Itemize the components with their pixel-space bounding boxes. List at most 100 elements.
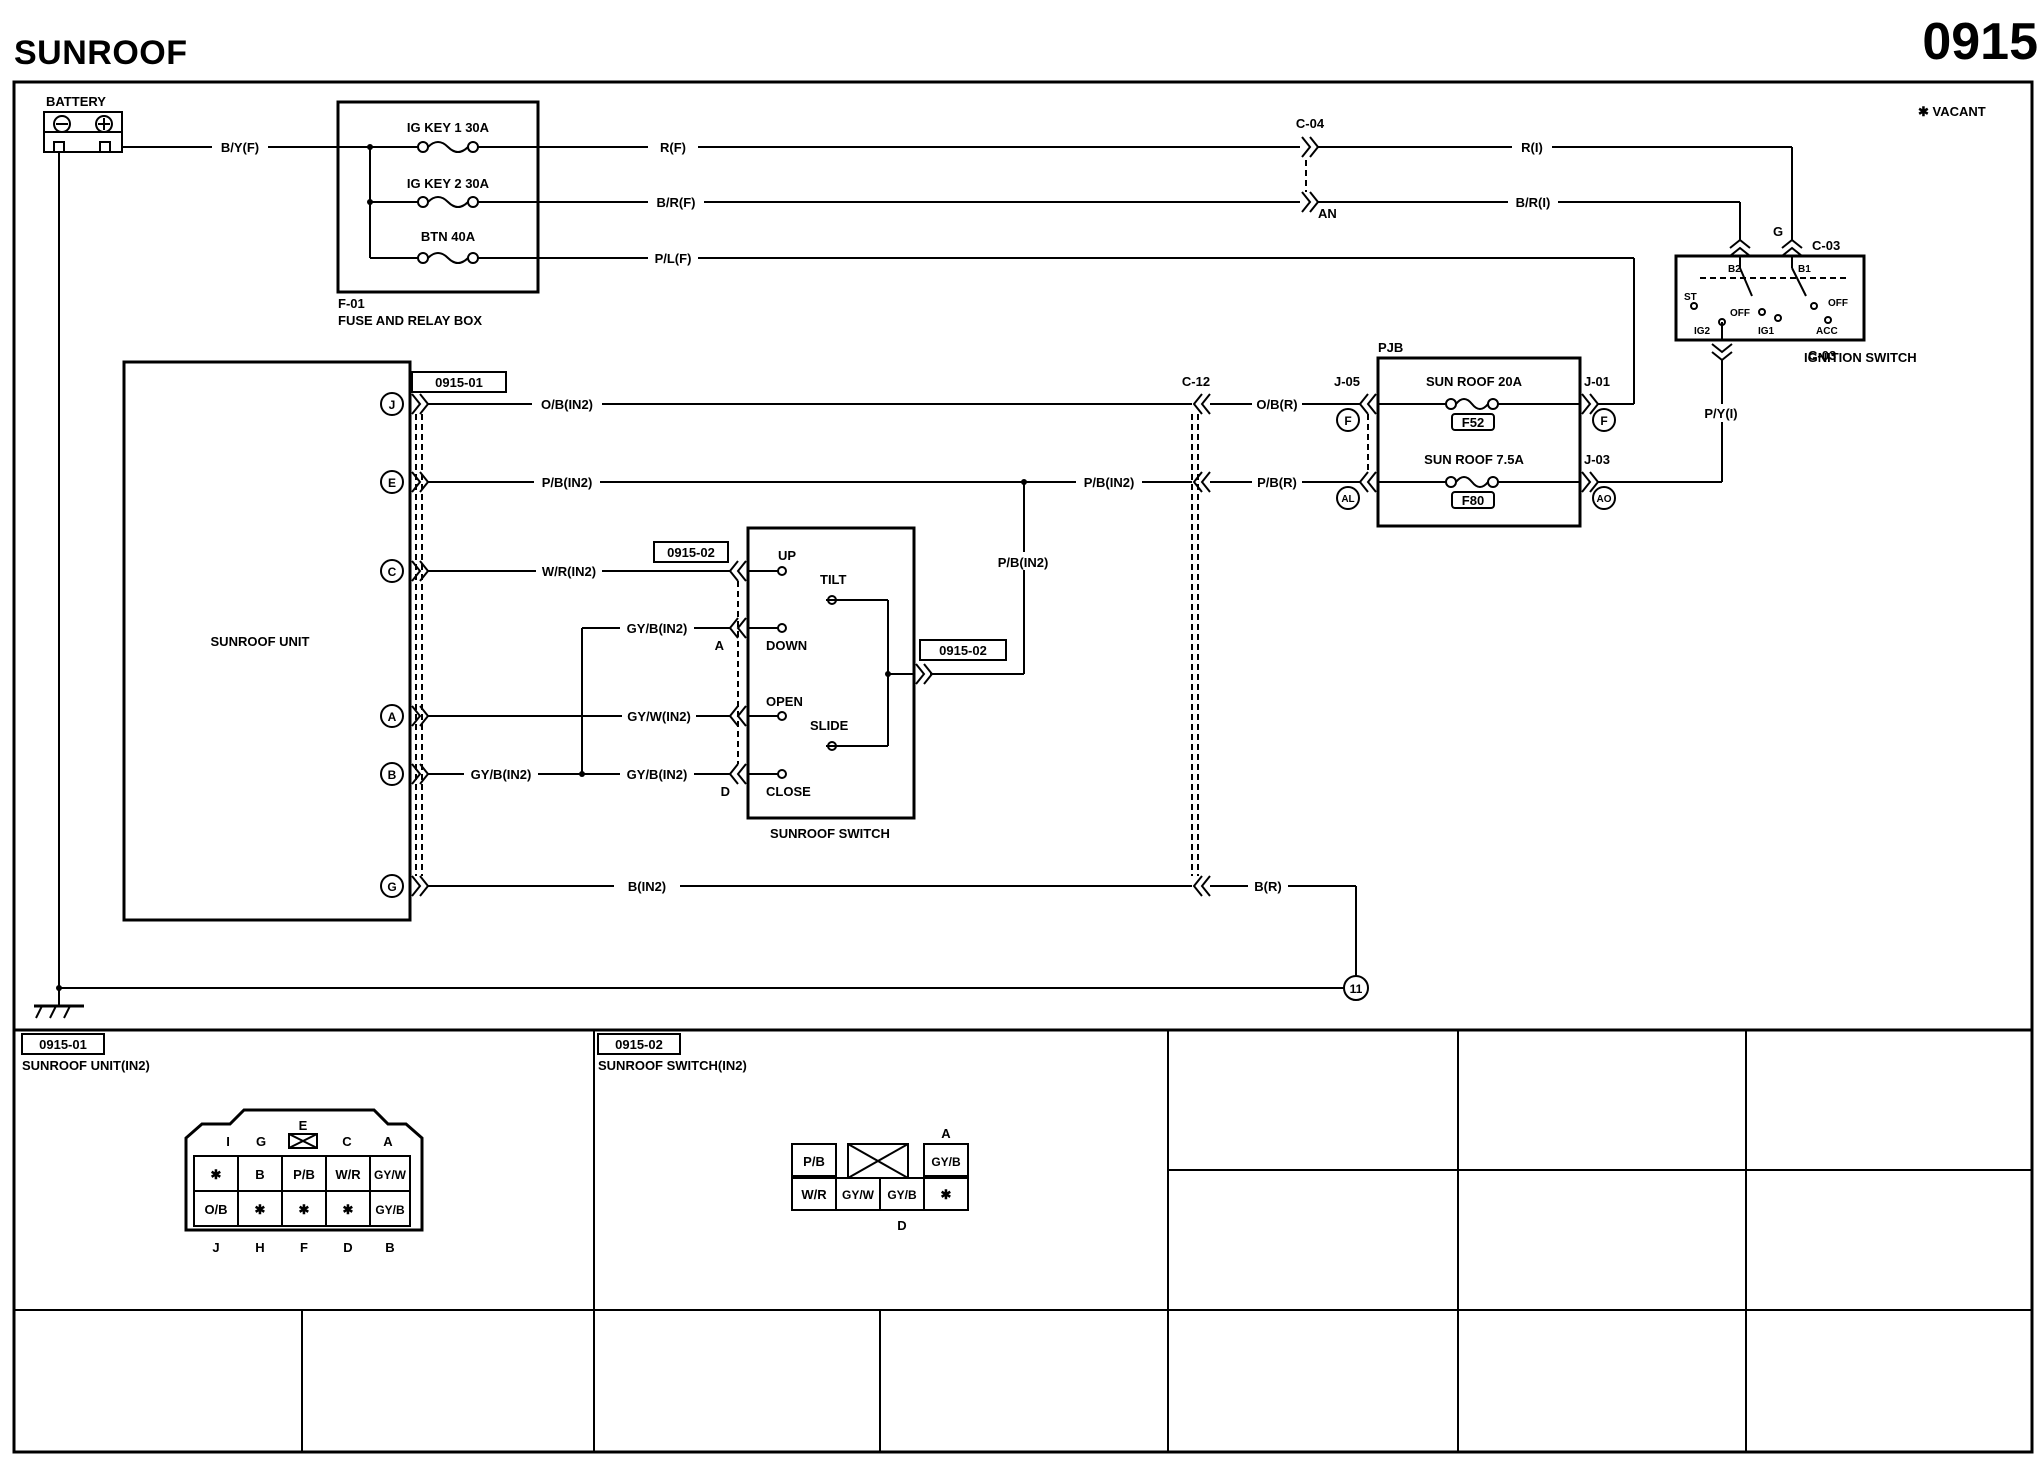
sunroof-switch-connector-ref-left: 0915-02 (667, 545, 715, 560)
svg-text:IG1: IG1 (1758, 326, 1775, 337)
connector-j01: J-01 (1584, 374, 1610, 389)
connector-view-2-ref: 0915-02 (615, 1037, 663, 1052)
wire-label-gybin2-b: GY/B(IN2) (471, 767, 532, 782)
connector-j05: J-05 (1334, 374, 1360, 389)
switch-down: DOWN (766, 638, 807, 653)
svg-text:ST: ST (1684, 292, 1697, 303)
switch-tilt: TILT (820, 572, 847, 587)
sunroof-unit: SUNROOF UNIT 0915-01 (122, 360, 507, 922)
sunroof-unit-label: SUNROOF UNIT (211, 634, 310, 649)
svg-text:F: F (300, 1240, 308, 1255)
ignition-switch: G C-03 B2 B1 ST OFF IG2 IG1 OFF ACC C-03… (1674, 224, 1917, 365)
ground-point-label: 11 (1350, 982, 1363, 996)
wire-label-ri: R(I) (1521, 140, 1543, 155)
switch-pin-a: A (715, 638, 725, 653)
connector-view-sunroof-unit: 0915-01 SUNROOF UNIT(IN2) I G E C A ✱ B … (21, 1033, 424, 1255)
svg-text:F: F (1344, 414, 1351, 428)
wire-label-pbin2-vert: P/B(IN2) (998, 555, 1049, 570)
svg-text:AL: AL (1341, 494, 1354, 505)
svg-text:GY/B: GY/B (887, 1188, 917, 1202)
svg-text:O/B: O/B (204, 1202, 227, 1217)
diagram-frame (12, 80, 2034, 1454)
svg-text:B1: B1 (1798, 264, 1811, 275)
svg-text:GY/B: GY/B (931, 1155, 961, 1169)
svg-text:A: A (383, 1134, 393, 1149)
svg-text:OFF: OFF (1730, 308, 1750, 319)
wire-label-obr: O/B(R) (1256, 397, 1297, 412)
svg-text:P/B: P/B (293, 1167, 315, 1182)
switch-open: OPEN (766, 694, 803, 709)
switch-slide: SLIDE (810, 718, 849, 733)
wire-label-wrin2: W/R(IN2) (542, 564, 596, 579)
pjb-fuse-7-5a: SUN ROOF 7.5A (1424, 452, 1524, 467)
svg-text:E: E (299, 1118, 308, 1133)
wire-label-pbin2-e: P/B(IN2) (542, 475, 593, 490)
ignition-connector-top: C-03 (1812, 238, 1840, 253)
svg-text:G: G (387, 880, 396, 894)
connector-view-2-title: SUNROOF SWITCH(IN2) (598, 1058, 747, 1073)
connector-c04-top (1301, 136, 1320, 158)
wire-label-br: B(R) (1254, 879, 1281, 894)
wire-label-obin2: O/B(IN2) (541, 397, 593, 412)
connector-c04-bottom (1301, 191, 1320, 213)
svg-text:✱: ✱ (941, 1187, 952, 1202)
wire-label-pyi: P/Y(I) (1704, 406, 1737, 421)
wire-label-brf: B/R(F) (657, 195, 696, 210)
svg-text:D: D (343, 1240, 352, 1255)
pjb-fuse-code-f80: F80 (1462, 493, 1484, 508)
svg-text:H: H (255, 1240, 264, 1255)
switch-close: CLOSE (766, 784, 811, 799)
sunroof-unit-pins: J E C A B G (380, 392, 404, 898)
svg-text:B: B (255, 1167, 264, 1182)
connector-view-1-ref: 0915-01 (39, 1037, 87, 1052)
svg-text:✱: ✱ (343, 1202, 354, 1217)
svg-text:A: A (941, 1126, 951, 1141)
battery-label: BATTERY (46, 94, 106, 109)
svg-text:D: D (897, 1218, 906, 1233)
svg-text:J: J (212, 1240, 219, 1255)
connector-views-grid (14, 1030, 2032, 1452)
pjb-box: PJB SUN ROOF 20A F52 SUN ROOF 7.5A F80 (1376, 340, 1582, 528)
svg-text:J: J (389, 398, 396, 412)
wire-label-plf: P/L(F) (655, 251, 692, 266)
connector-an-label: AN (1318, 206, 1337, 221)
connector-c12: C-12 (1182, 374, 1210, 389)
svg-text:P/B: P/B (803, 1154, 825, 1169)
sunroof-switch-connector-ref-right: 0915-02 (939, 643, 987, 658)
ground-symbol-icon (34, 1004, 84, 1019)
wire-label-rf: R(F) (660, 140, 686, 155)
wire-label-bin2: B(IN2) (628, 879, 666, 894)
svg-text:ACC: ACC (1816, 326, 1838, 337)
svg-text:C: C (342, 1134, 352, 1149)
connector-view-sunroof-switch: 0915-02 SUNROOF SWITCH(IN2) A P/B GY/B W… (597, 1033, 969, 1233)
connector-c04-label: C-04 (1296, 116, 1325, 131)
wire-label-pbin2-c12: P/B(IN2) (1084, 475, 1135, 490)
svg-text:✱: ✱ (299, 1202, 310, 1217)
ignition-connector-bottom: C-03 (1808, 348, 1836, 363)
sunroof-unit-connector-ref: 0915-01 (435, 375, 483, 390)
ground-point-icon (1343, 975, 1369, 1001)
sunroof-switch-label: SUNROOF SWITCH (770, 826, 890, 841)
svg-text:F: F (1600, 414, 1607, 428)
svg-text:GY/W: GY/W (842, 1188, 875, 1202)
switch-up: UP (778, 548, 796, 563)
ignition-switch-name: IGNITION SWITCH (1804, 350, 1917, 365)
battery-positive-icon (95, 115, 113, 133)
svg-text:✱: ✱ (255, 1202, 266, 1217)
svg-text:IG2: IG2 (1694, 326, 1711, 337)
svg-text:A: A (388, 710, 397, 724)
svg-text:GY/W: GY/W (374, 1168, 407, 1182)
svg-text:OFF: OFF (1828, 298, 1848, 309)
svg-text:B: B (388, 768, 397, 782)
connector-view-1-title: SUNROOF UNIT(IN2) (22, 1058, 150, 1073)
fuse-box-id: F-01 (338, 296, 365, 311)
wire-label-gywin2: GY/W(IN2) (627, 709, 691, 724)
pjb-fuse-code-f52: F52 (1462, 415, 1484, 430)
svg-text:G: G (256, 1134, 266, 1149)
pjb-label: PJB (1378, 340, 1403, 355)
sunroof-switch: 0915-02 A D UP TILT DOWN OPEN SLIDE CLOS… (653, 526, 1007, 841)
fuse-ig-key-2: IG KEY 2 30A (407, 176, 490, 191)
wire-label-gybin2-a: GY/B(IN2) (627, 621, 688, 636)
wire-label-bri: B/R(I) (1516, 195, 1551, 210)
svg-text:C: C (388, 565, 397, 579)
